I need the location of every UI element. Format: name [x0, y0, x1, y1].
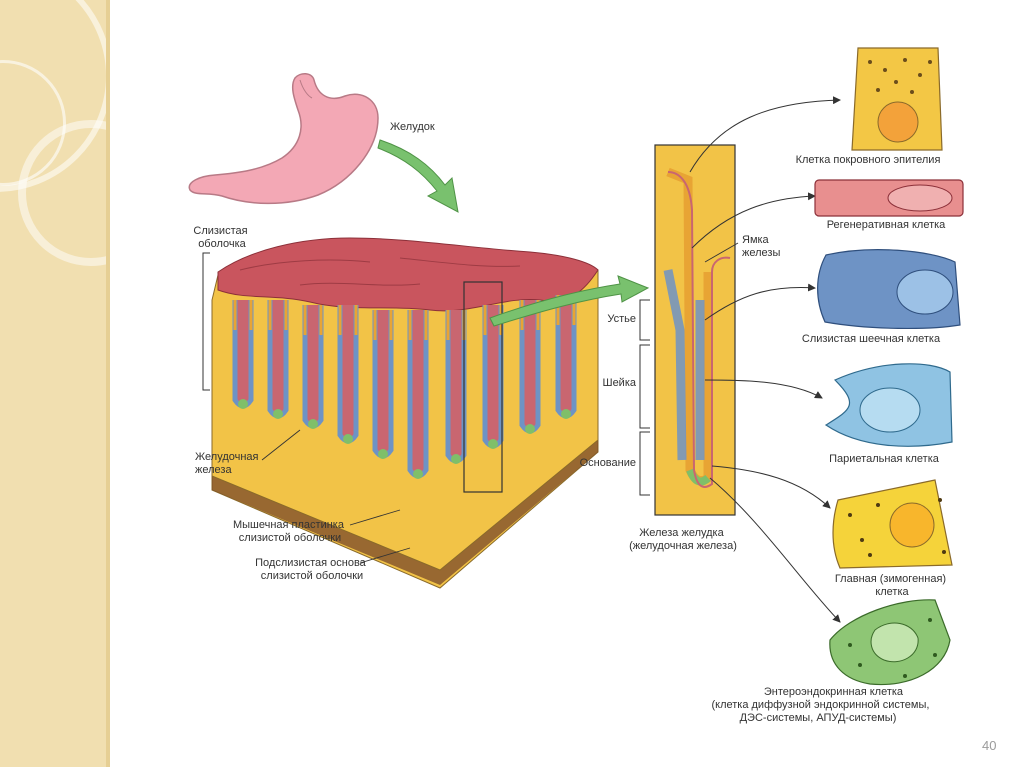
- label-gland-neck: Шейка: [602, 377, 636, 389]
- label-mucosa: Слизистая оболочка: [193, 225, 250, 250]
- label-mucous-neck-cell: Слизистая шеечная клетка: [802, 333, 941, 345]
- zoom-arrow: [489, 275, 650, 327]
- label-chief-cell: Главная (зимогенная) клетка: [835, 573, 949, 598]
- chief-cell-illustration: [832, 479, 953, 569]
- label-gastric-gland: Желудочная железа: [195, 451, 262, 476]
- stomach-illustration: [188, 73, 379, 205]
- zoom-arrow: [377, 139, 459, 213]
- label-gland-caption: Железа желудка (желудочная железа): [629, 527, 737, 552]
- label-regenerative-cell: Регенеративная клетка: [827, 219, 946, 231]
- surface-epithelium-cell-illustration: [851, 47, 943, 151]
- label-gland-pit: Ямка железы: [742, 234, 780, 259]
- label-surface-epithelium-cell: Клетка покровного эпителия: [796, 154, 941, 166]
- label-parietal-cell: Париетальная клетка: [829, 453, 940, 465]
- regenerative-cell-illustration: [814, 179, 964, 217]
- label-submucosa: Подслизистая основа слизистой оболочки: [255, 557, 369, 582]
- label-enteroendocrine-cell: Энтероэндокринная клетка (клетка диффузн…: [711, 686, 932, 724]
- label-muscular-lamina: Мышечная пластинка слизистой оболочки: [233, 519, 347, 544]
- label-gland-mouth: Устье: [607, 313, 636, 325]
- cell-pointer-arrows: [689, 96, 841, 623]
- enteroendocrine-cell-illustration: [829, 599, 951, 686]
- label-gland-base: Основание: [580, 457, 636, 469]
- page-number: 40: [982, 738, 997, 753]
- parietal-cell-illustration: [824, 363, 953, 447]
- leader-lines: [261, 242, 739, 564]
- gastric-gland-detail: [654, 144, 736, 516]
- mucous-neck-cell-illustration: [817, 249, 961, 330]
- label-stomach: Желудок: [390, 121, 435, 133]
- decorative-side-panel: [0, 0, 110, 767]
- gland-zone-brackets: [202, 252, 650, 496]
